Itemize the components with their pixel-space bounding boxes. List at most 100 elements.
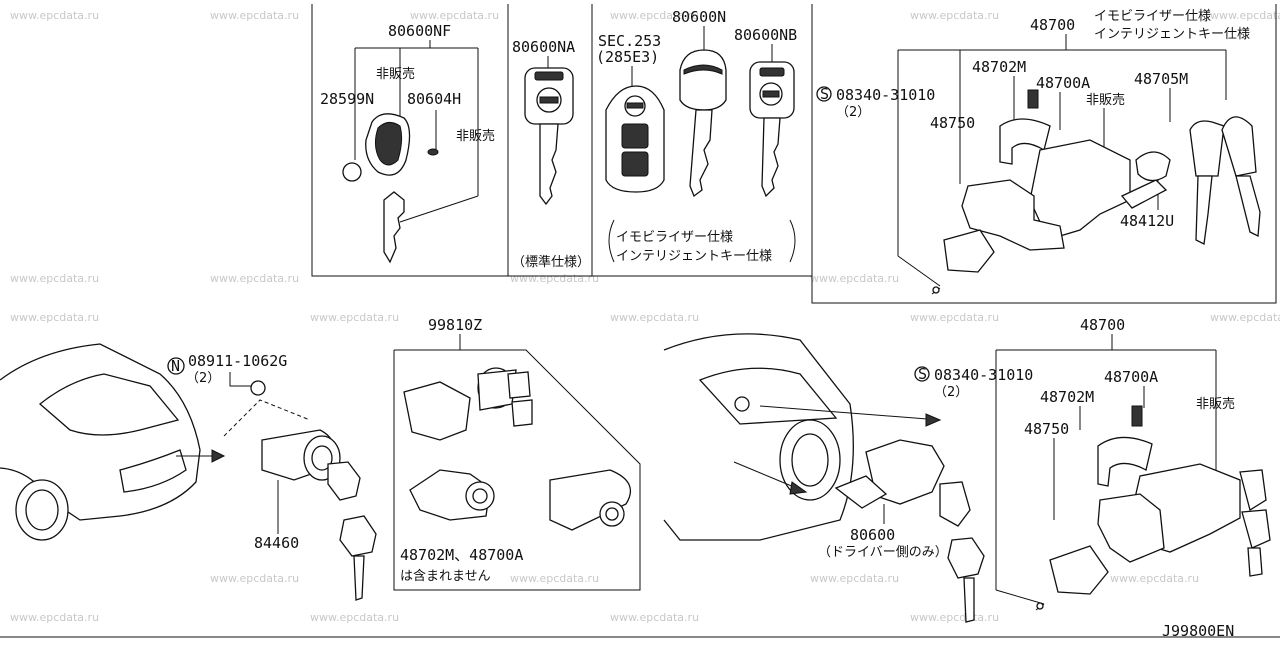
part-number-48750: 48750	[930, 114, 975, 132]
watermark: www.epcdata.ru	[810, 272, 899, 285]
watermark: www.epcdata.ru	[210, 272, 299, 285]
intelligent-key-spec-label: インテリジェントキー仕様	[1094, 27, 1250, 42]
part-number-80600N: 80600N	[672, 8, 726, 26]
section-sub-reference: (285E3)	[596, 48, 659, 66]
nut-symbol: N	[171, 357, 180, 375]
ignition-housing-icon	[1097, 493, 1165, 563]
key-head-icon	[1189, 120, 1225, 177]
watermark: www.epcdata.ru	[910, 611, 999, 624]
not-sold-label: 非販売	[1196, 396, 1235, 412]
part-number-48700: 48700	[1030, 16, 1075, 34]
watermark: www.epcdata.ru	[910, 9, 999, 22]
key-head-icon	[939, 481, 971, 527]
trunk-lock-group: N 08911-1062G （2） 84460	[0, 343, 377, 601]
watermark: www.epcdata.ru	[1110, 572, 1199, 585]
watermark-layer: www.epcdata.ru www.epcdata.ru www.epcdat…	[10, 9, 1280, 624]
watermark: www.epcdata.ru	[510, 272, 599, 285]
part-number-48700A: 48700A	[1036, 74, 1090, 92]
watermark: www.epcdata.ru	[510, 572, 599, 585]
watermark: www.epcdata.ru	[10, 9, 99, 22]
ignition-cylinder-icon	[1029, 139, 1131, 237]
watermark: www.epcdata.ru	[10, 311, 99, 324]
door-lock-icon	[549, 469, 631, 531]
part-number-08340-31010: 08340-31010	[836, 86, 935, 104]
part-number-48702M: 48702M	[1040, 388, 1094, 406]
diagram-code: J99800EN	[1162, 622, 1234, 640]
ignition-cylinder-icon	[403, 381, 471, 441]
excluded-parts-label: 48702M、48700A	[400, 546, 523, 564]
part-number-84460: 84460	[254, 534, 299, 552]
lock-set-group: 99810Z 48702M、48700A は含まれません	[393, 316, 641, 591]
ignition-housing-icon	[961, 179, 1065, 251]
key-blade-icon	[761, 117, 781, 198]
part-number-48705M: 48705M	[1134, 70, 1188, 88]
watermark: www.epcdata.ru	[610, 311, 699, 324]
part-number-48412U: 48412U	[1120, 212, 1174, 230]
top-panel-frame	[311, 4, 1277, 304]
standard-key-group: 80600NA （標準仕様）	[512, 38, 590, 270]
quantity-label: （2）	[186, 371, 220, 386]
key-blade-icon	[383, 191, 405, 264]
battery-icon	[342, 162, 362, 182]
watermark: www.epcdata.ru	[210, 9, 299, 22]
quantity-label: （2）	[934, 385, 968, 400]
key-head-icon	[339, 515, 377, 557]
bolt-symbol: S	[820, 85, 829, 103]
key-head-icon	[507, 371, 531, 399]
watermark: www.epcdata.ru	[910, 311, 999, 324]
quantity-label: （2）	[836, 105, 870, 120]
watermark: www.epcdata.ru	[10, 272, 99, 285]
part-number-08340-31010: 08340-31010	[934, 366, 1033, 384]
watermark: www.epcdata.ru	[410, 9, 499, 22]
part-number-48700A: 48700A	[1104, 368, 1158, 386]
immobilizer-spec-label: イモビライザー仕様	[1094, 9, 1211, 24]
connector-icon	[1049, 545, 1109, 595]
key-switch-icon	[1120, 179, 1168, 209]
nut-icon	[250, 380, 266, 396]
key-head-icon	[947, 537, 985, 579]
not-sold-label: 非販売	[1086, 92, 1125, 108]
key-blade-icon	[539, 123, 559, 206]
connector-icon	[943, 229, 995, 273]
watermark: www.epcdata.ru	[310, 611, 399, 624]
part-number-80604H: 80604H	[407, 90, 461, 108]
intelligent-key-group: SEC.253 (285E3) 80600N 80600NB イモビライザー仕様…	[596, 8, 797, 264]
watermark: www.epcdata.ru	[610, 611, 699, 624]
screw-icon	[1027, 89, 1039, 109]
key-blade-icon	[963, 577, 975, 623]
intelligent-key-spec-label: インテリジェントキー仕様	[616, 249, 772, 264]
bolt-symbol: S	[918, 365, 927, 383]
part-number-48702M: 48702M	[972, 58, 1026, 76]
watermark: www.epcdata.ru	[10, 611, 99, 624]
bracket-icon	[1097, 436, 1153, 487]
key-head-icon	[511, 399, 533, 427]
standard-spec-label: （標準仕様）	[512, 254, 590, 270]
immobilizer-spec-label: イモビライザー仕様	[616, 230, 733, 245]
driver-side-only-label: （ドライバー側のみ）	[818, 545, 948, 560]
key-head-icon	[679, 49, 727, 111]
part-number-80600NA: 80600NA	[512, 38, 575, 56]
not-sold-label: 非販売	[376, 66, 415, 82]
screw-icon	[427, 148, 439, 156]
part-number-80600NF: 80600NF	[388, 22, 451, 40]
part-number-80600NB: 80600NB	[734, 26, 797, 44]
coil-icon	[1135, 151, 1171, 182]
car-side-icon	[663, 333, 854, 541]
watermark: www.epcdata.ru	[1210, 311, 1280, 324]
watermark: www.epcdata.ru	[810, 572, 899, 585]
part-number-28599N: 28599N	[320, 90, 374, 108]
key-head-icon	[327, 461, 361, 501]
remote-key-group: 80600NF 非販売 28599N 80604H 非販売	[320, 22, 495, 264]
key-blade-icon	[1247, 547, 1263, 577]
section-reference: SEC.253	[598, 32, 661, 50]
watermark: www.epcdata.ru	[310, 311, 399, 324]
not-sold-label: 非販売	[456, 128, 495, 144]
key-head-icon	[1221, 116, 1257, 177]
key-blade-icon	[689, 109, 713, 198]
watermark: www.epcdata.ru	[210, 572, 299, 585]
ignition-assembly-bottom: 80600 （ドライバー側のみ） 48700 S 08340-31010 （2）…	[663, 316, 1271, 623]
watermark: www.epcdata.ru	[610, 9, 699, 22]
excluded-note-label: は含まれません	[400, 568, 491, 584]
